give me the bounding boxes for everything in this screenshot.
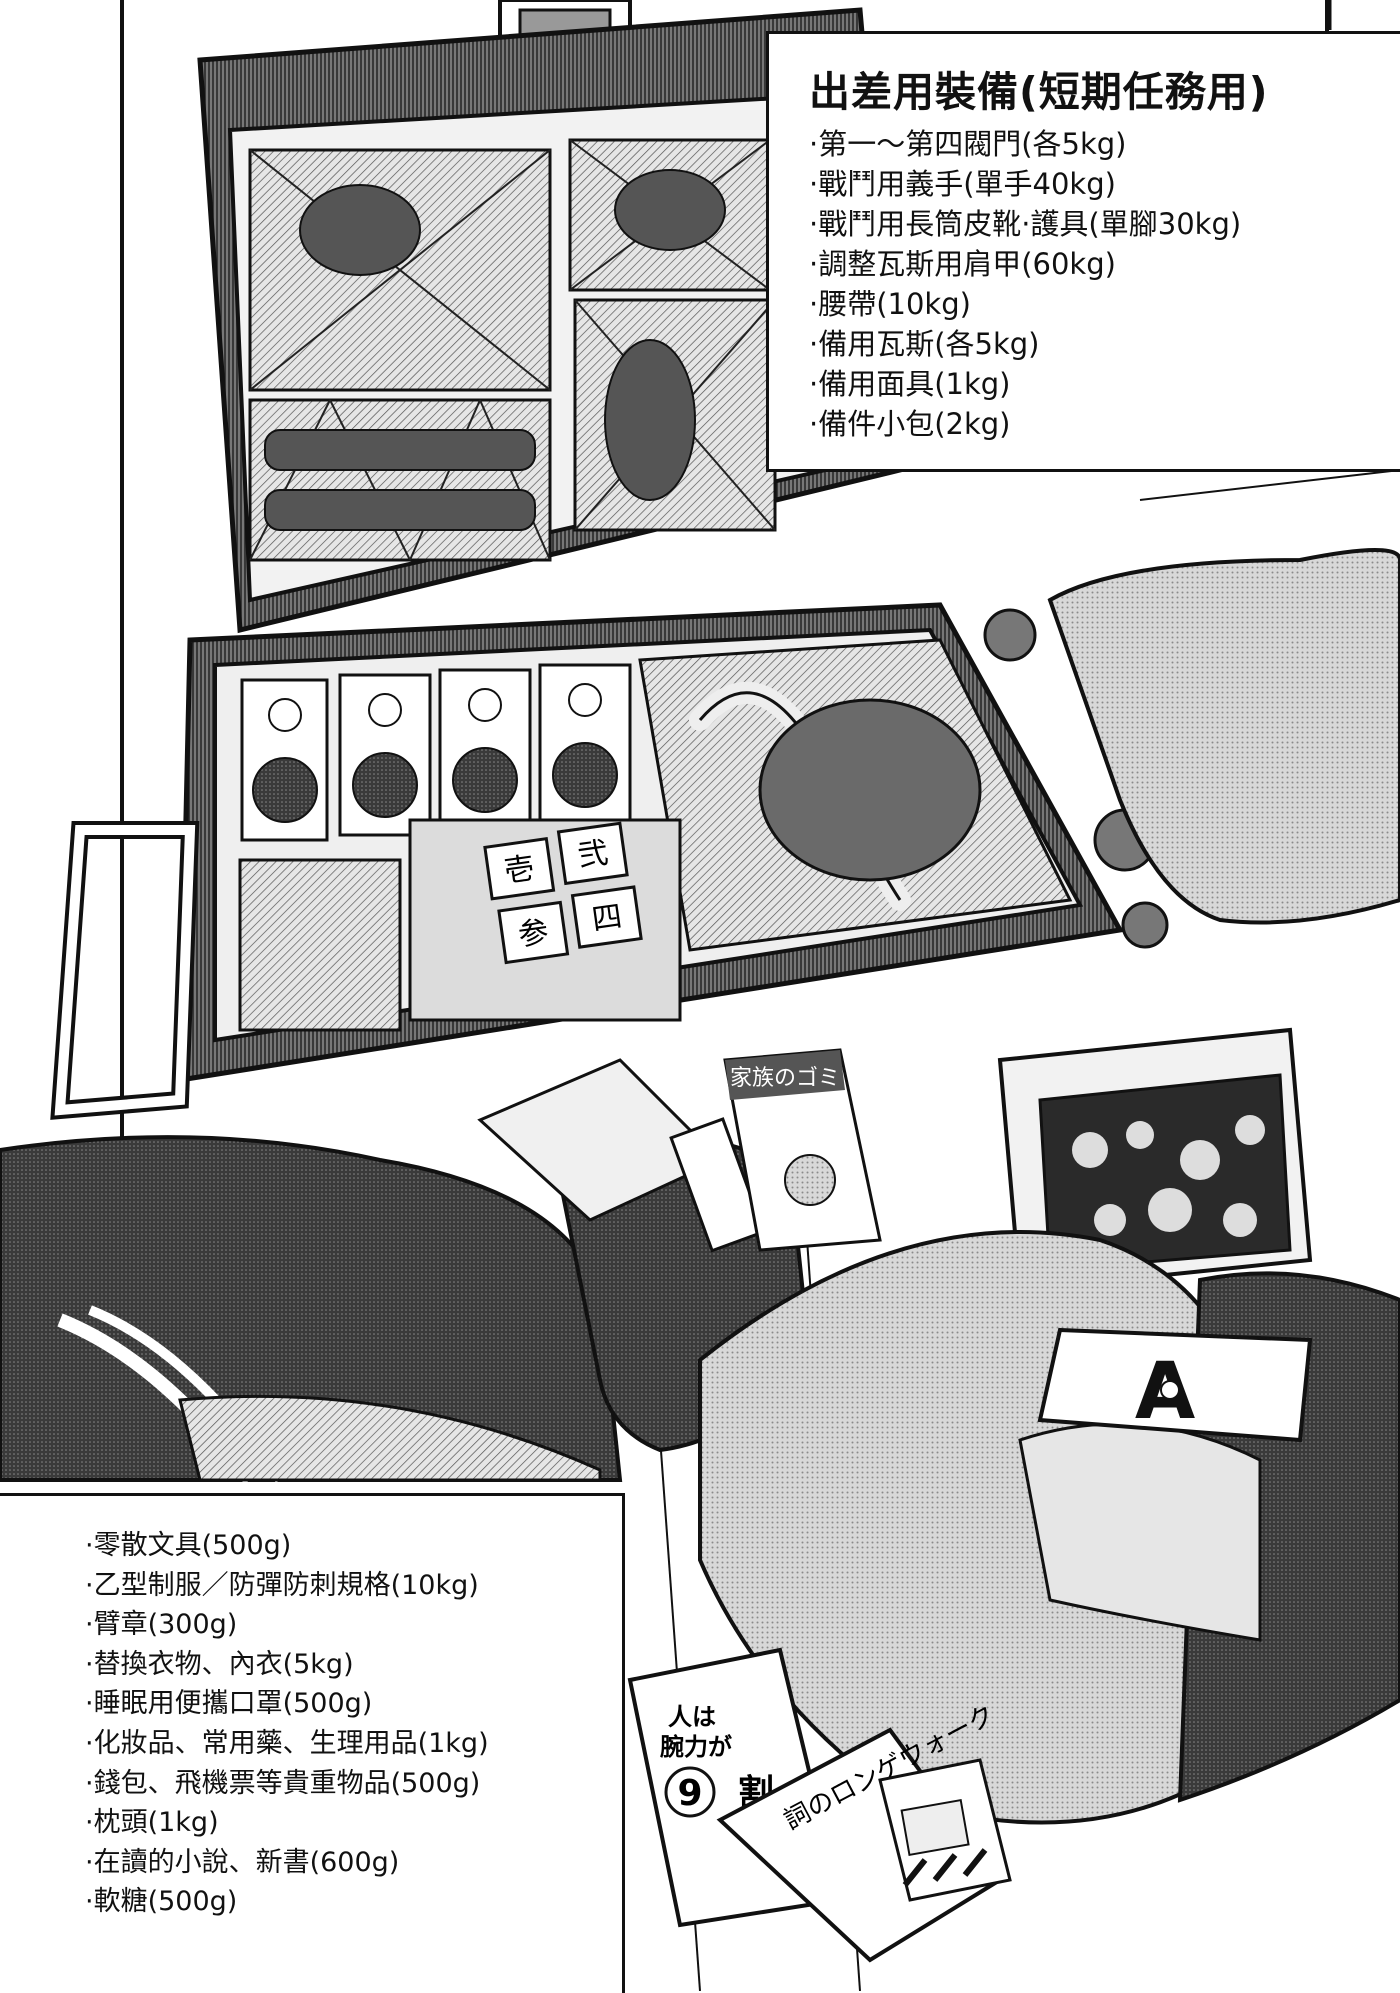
personal-item: ·在讀的小說、新書(600g) [85,1846,400,1878]
personal-item: ·軟糖(500g) [85,1886,238,1918]
candy-bag: 家族のゴミ [723,1048,882,1252]
equipment-item: ·調整瓦斯用肩甲(60kg) [809,247,1116,281]
device [878,1758,1012,1902]
caption-title: 出差用裝備(短期任務用) [809,68,1269,116]
personal-item: ·化妝品、常用藥、生理用品(1kg) [85,1727,489,1759]
suitcase-lid [197,0,903,634]
personal-item: ·零散文具(500g) [85,1530,292,1561]
bottom-personal-items-caption: ·零散文具(500g) ·乙型制服／防彈防刺規格(10kg) ·臂章(300g)… [0,1493,625,1993]
equipment-item: ·腰帶(10kg) [809,287,971,321]
equipment-item: ·戰鬥用義手(單手40kg) [809,167,1116,201]
book-line2: 腕力が [659,1733,732,1761]
armband: A [1037,1327,1313,1443]
tile-4-text: 四 [590,899,625,938]
candy-label: 家族のゴミ [730,1066,840,1091]
equipment-item: ·戰鬥用長筒皮靴·護具(單腳30kg) [809,207,1242,241]
personal-item: ·替換衣物、內衣(5kg) [85,1648,354,1680]
personal-item: ·枕頭(1kg) [85,1807,219,1839]
book-number: 9 [677,1773,702,1814]
tile-3-text: 参 [516,915,551,954]
gas-tiles: 壱 弐 参 四 [483,821,643,965]
suitcase-base: 壱 弐 参 四 [50,602,1169,1120]
personal-items-list: ·零散文具(500g) ·乙型制服／防彈防刺規格(10kg) ·臂章(300g)… [85,1526,622,1922]
personal-item: ·臂章(300g) [85,1609,238,1641]
equipment-item: ·備用面具(1kg) [809,367,1011,401]
equipment-list: ·第一～第四閥門(各5kg) ·戰鬥用義手(單手40kg) ·戰鬥用長筒皮靴·護… [809,124,1400,444]
equipment-item: ·備件小包(2kg) [809,407,1011,441]
book-line1: 人は [668,1703,716,1731]
bag [0,1135,623,1485]
equipment-item: ·第一～第四閥門(各5kg) [809,127,1127,161]
top-equipment-caption: 出差用裝備(短期任務用) ·第一～第四閥門(各5kg) ·戰鬥用義手(單手40k… [766,31,1400,472]
tile-1-text: 壱 [502,851,537,890]
personal-item: ·乙型制服／防彈防刺規格(10kg) [85,1569,479,1601]
equipment-item: ·備用瓦斯(各5kg) [809,327,1040,361]
tin-box [997,1027,1313,1293]
tile-2-text: 弐 [576,835,611,874]
cushion [1047,548,1400,925]
personal-item: ·錢包、飛機票等貴重物品(500g) [85,1767,481,1799]
personal-item: ·睡眠用便攜口罩(500g) [85,1688,373,1720]
clothes-pile [698,1230,1400,1825]
